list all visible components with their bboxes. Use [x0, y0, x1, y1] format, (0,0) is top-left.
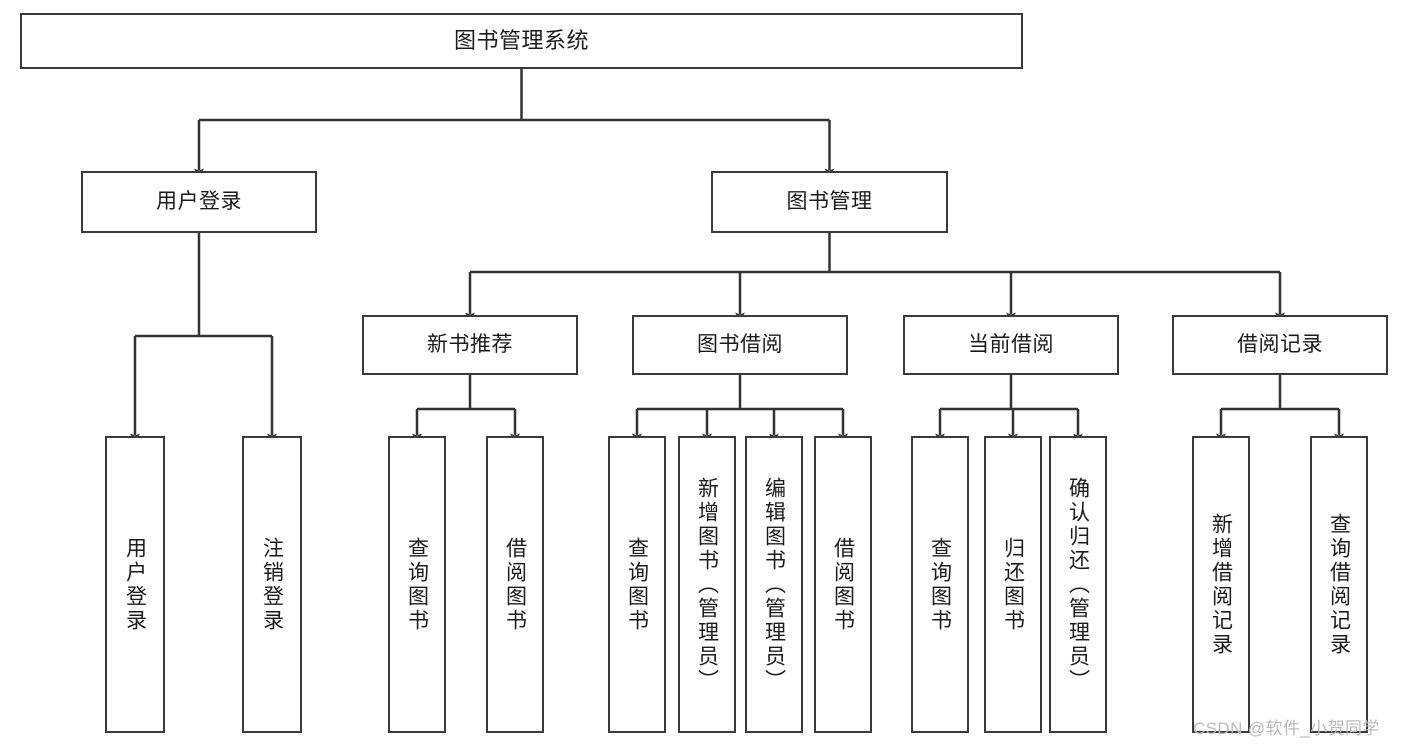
node-leaf-borrow-query[interactable]: 查询图书: [608, 436, 666, 733]
node-new-book-rec[interactable]: 新书推荐: [362, 315, 578, 375]
node-label: 图书借阅: [697, 332, 783, 356]
node-label: 新增图书（管理员）: [695, 476, 719, 693]
node-leaf-user-login[interactable]: 用户登录: [105, 436, 165, 733]
node-label: 查询借阅记录: [1327, 512, 1351, 657]
node-borrow-record[interactable]: 借阅记录: [1172, 315, 1388, 375]
node-leaf-borrow-edit[interactable]: 编辑图书（管理员）: [745, 436, 803, 733]
node-label: 查询图书: [625, 536, 649, 633]
node-book-borrow[interactable]: 图书借阅: [632, 315, 848, 375]
csdn-watermark: CSDN @软件_小贺同学: [1193, 719, 1380, 738]
node-label: 新书推荐: [427, 332, 513, 356]
edge-group: [130, 69, 1344, 443]
node-root[interactable]: 图书管理系统: [20, 13, 1023, 69]
node-label: 查询图书: [405, 536, 429, 633]
node-leaf-user-logout[interactable]: 注销登录: [242, 436, 302, 733]
node-leaf-current-return[interactable]: 归还图书: [984, 436, 1042, 733]
node-leaf-borrow-lend[interactable]: 借阅图书: [814, 436, 872, 733]
node-label: 图书管理系统: [453, 28, 589, 54]
node-label: 借阅记录: [1237, 332, 1323, 356]
node-label: 借阅图书: [831, 536, 855, 633]
node-leaf-current-confirm[interactable]: 确认归还（管理员）: [1049, 436, 1107, 733]
node-current-borrow[interactable]: 当前借阅: [903, 315, 1119, 375]
node-label: 确认归还（管理员）: [1066, 476, 1090, 693]
node-leaf-borrow-add[interactable]: 新增图书（管理员）: [678, 436, 736, 733]
node-label: 借阅图书: [503, 536, 527, 633]
node-leaf-rec-query[interactable]: 查询图书: [388, 436, 446, 733]
node-leaf-record-query[interactable]: 查询借阅记录: [1310, 436, 1368, 733]
node-label: 用户登录: [156, 189, 242, 213]
node-label: 当前借阅: [968, 332, 1054, 356]
node-label: 用户登录: [123, 536, 147, 633]
node-user-login[interactable]: 用户登录: [81, 171, 317, 233]
node-book-manage[interactable]: 图书管理: [711, 171, 948, 233]
node-label: 新增借阅记录: [1209, 512, 1233, 657]
node-label: 图书管理: [786, 189, 873, 213]
node-label: 归还图书: [1001, 536, 1025, 633]
node-leaf-record-add[interactable]: 新增借阅记录: [1192, 436, 1250, 733]
node-leaf-rec-borrow[interactable]: 借阅图书: [486, 436, 544, 733]
node-label: 编辑图书（管理员）: [762, 476, 786, 693]
node-label: 注销登录: [260, 536, 284, 633]
node-label: 查询图书: [928, 536, 952, 633]
node-leaf-current-query[interactable]: 查询图书: [911, 436, 969, 733]
